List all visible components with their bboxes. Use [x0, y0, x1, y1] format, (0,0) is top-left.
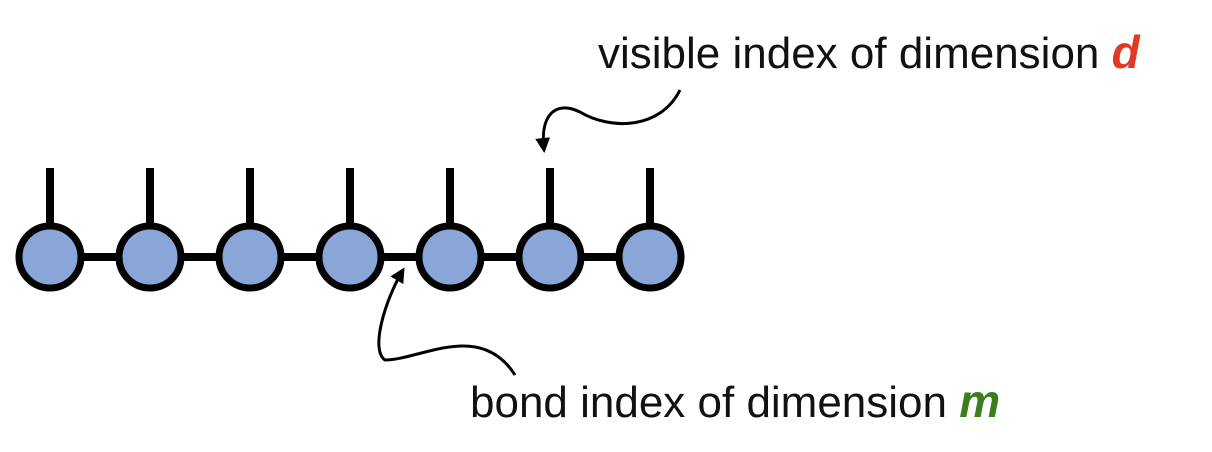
tensor-node	[415, 222, 485, 292]
tensor-node	[615, 222, 685, 292]
tensor-node	[215, 222, 285, 292]
tensor-node	[315, 222, 385, 292]
bond-index-text: bond index of dimension	[470, 378, 959, 427]
tensor-node	[15, 222, 85, 292]
tensor-nodes	[15, 168, 685, 292]
visible-index-arrow	[535, 89, 682, 153]
tensor-node	[115, 222, 185, 292]
bond-index-label: bond index of dimension m	[470, 375, 1000, 427]
visible-index-text: visible index of dimension	[598, 29, 1112, 78]
visible-index-variable: d	[1112, 26, 1141, 78]
visible-index-label: visible index of dimension d	[598, 26, 1141, 78]
bond-index-arrow	[377, 267, 517, 376]
bond-index-variable: m	[959, 375, 1000, 427]
tensor-node	[515, 222, 585, 292]
